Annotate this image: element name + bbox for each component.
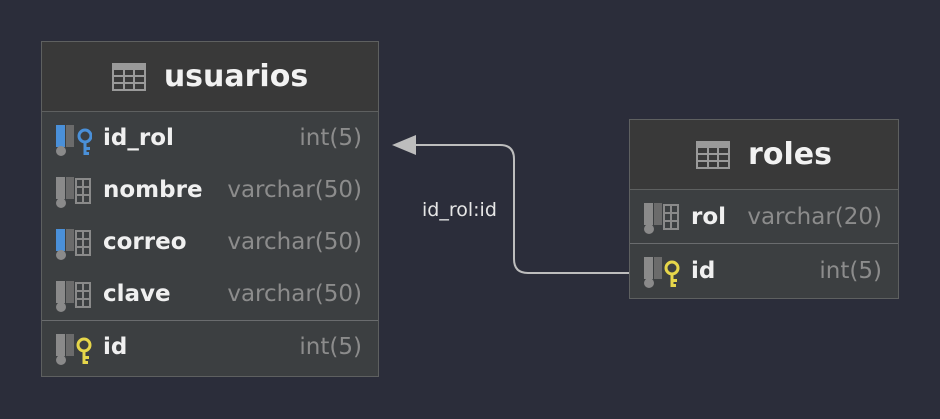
column-name: nombre xyxy=(103,177,203,203)
column-type: int(5) xyxy=(299,125,362,151)
column-icon xyxy=(644,203,679,234)
foreign-key-column-icon xyxy=(56,125,92,156)
table-roles[interactable]: roles rol varchar(20) id int(5) xyxy=(629,119,899,299)
primary-key-column-icon xyxy=(56,334,92,365)
column-type: int(5) xyxy=(299,334,362,360)
table-name: usuarios xyxy=(163,59,309,94)
column-row-id[interactable]: id int(5) xyxy=(630,244,898,297)
table-icon xyxy=(696,140,731,169)
column-name: clave xyxy=(103,281,171,307)
table-name: roles xyxy=(748,137,832,172)
column-row-rol[interactable]: rol varchar(20) xyxy=(630,190,898,243)
table-usuarios[interactable]: usuarios id_rol int(5) nombre varchar(50… xyxy=(41,41,379,377)
column-row-clave[interactable]: clave varchar(50) xyxy=(42,268,378,320)
column-icon xyxy=(56,281,91,312)
table-header: usuarios xyxy=(42,42,378,112)
column-name: id_rol xyxy=(103,125,174,151)
column-name: rol xyxy=(691,203,727,230)
column-name: id xyxy=(103,334,128,360)
column-type: int(5) xyxy=(819,257,882,284)
column-type: varchar(50) xyxy=(227,177,362,203)
column-row-id[interactable]: id int(5) xyxy=(42,321,378,373)
key-separator xyxy=(630,243,898,244)
column-type: varchar(50) xyxy=(227,281,362,307)
column-name: id xyxy=(691,257,716,284)
relation-line xyxy=(412,144,629,274)
table-icon xyxy=(111,62,146,91)
column-type: varchar(50) xyxy=(227,229,362,255)
column-icon xyxy=(56,177,91,208)
column-name: correo xyxy=(103,229,187,255)
column-row-correo[interactable]: correo varchar(50) xyxy=(42,216,378,268)
primary-key-column-icon xyxy=(644,257,680,288)
table-header: roles xyxy=(630,120,898,190)
column-row-id_rol[interactable]: id_rol int(5) xyxy=(42,112,378,164)
relation-arrowhead-icon xyxy=(392,135,416,155)
column-type: varchar(20) xyxy=(747,203,882,230)
column-row-nombre[interactable]: nombre varchar(50) xyxy=(42,164,378,216)
relation-label: id_rol:id xyxy=(422,199,497,221)
key-separator xyxy=(42,320,378,321)
indexed-column-icon xyxy=(56,229,91,260)
